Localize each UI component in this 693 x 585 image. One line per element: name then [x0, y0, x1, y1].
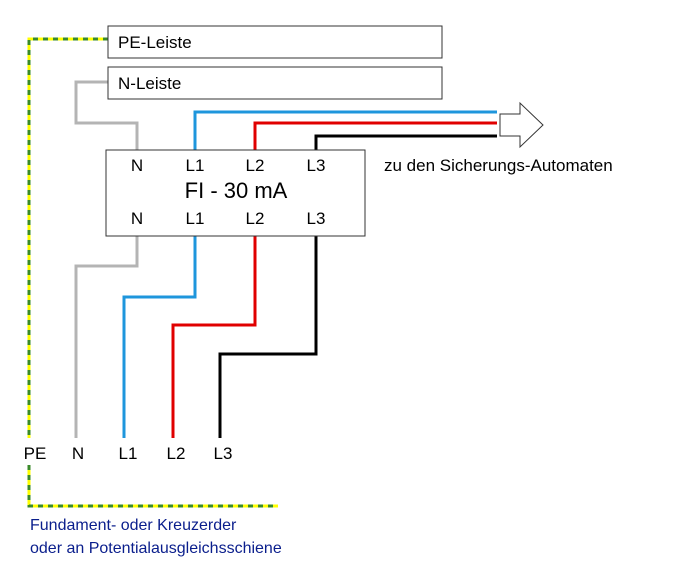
n-busbar	[107, 66, 443, 100]
rcd-top-terminal-l2: L2	[246, 156, 265, 175]
supply-terminal-pe: PE	[24, 444, 47, 463]
rcd-title: FI - 30 mA	[185, 178, 288, 203]
rcd-bottom-terminal-n: N	[131, 209, 143, 228]
rcd-bottom-terminal-l1: L1	[186, 209, 205, 228]
pe-earth-wire-stripe	[27, 465, 278, 508]
n-busbar-label: N-Leiste	[118, 74, 181, 93]
supply-terminal-n: N	[72, 444, 84, 463]
pe-earth-wire-base	[27, 465, 278, 508]
pe-busbar-label: PE-Leiste	[118, 33, 192, 52]
rcd-top-terminal-n: N	[131, 156, 143, 175]
output-label: zu den Sicherungs-Automaten	[384, 156, 613, 175]
pe-conductor	[27, 37, 278, 508]
pe-wire-base	[27, 37, 108, 438]
n-wire-top	[74, 80, 139, 150]
supply-terminal-l1: L1	[119, 444, 138, 463]
supply-terminal-l3: L3	[214, 444, 233, 463]
l2-wire-bottom	[171, 235, 257, 438]
rcd-bottom-terminal-l3: L3	[307, 209, 326, 228]
l3-wire-bottom	[218, 235, 318, 438]
output-arrow-icon	[499, 101, 544, 149]
rcd-bottom-terminal-l2: L2	[246, 209, 265, 228]
l1-wire-top	[193, 110, 497, 150]
rcd-top-terminal-l3: L3	[307, 156, 326, 175]
supply-terminal-l2: L2	[167, 444, 186, 463]
rcd-top-terminal-l1: L1	[186, 156, 205, 175]
pe-busbar	[107, 25, 443, 59]
l1-wire-bottom	[122, 235, 197, 438]
earth-note-line2: oder an Potentialausgleichsschiene	[30, 540, 282, 557]
l2-wire-top	[253, 121, 497, 150]
earth-note-line1: Fundament- oder Kreuzerder	[30, 517, 237, 534]
rcd-device	[105, 149, 366, 237]
pe-wire-stripe	[27, 37, 108, 438]
l3-wire-top	[314, 134, 497, 150]
n-wire-bottom	[74, 235, 139, 438]
